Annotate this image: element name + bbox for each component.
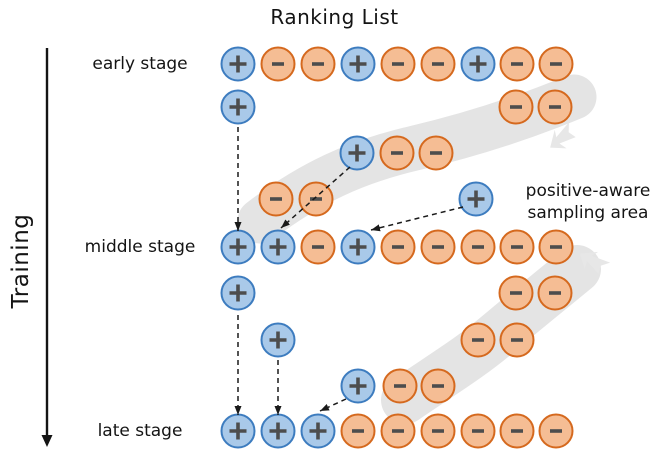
- positive-sample: [300, 413, 336, 449]
- sampling-area-annotation: positive-aware sampling area: [503, 181, 669, 224]
- negative-sample: [498, 89, 534, 125]
- negative-sample: [420, 46, 456, 82]
- annotation-line-1: positive-aware: [525, 181, 651, 201]
- negative-sample: [420, 368, 456, 404]
- positive-sample: [220, 275, 256, 311]
- promotion-dashed-arrow: [319, 398, 347, 412]
- negative-sample: [420, 229, 456, 265]
- negative-sample: [382, 368, 418, 404]
- negative-sample: [538, 46, 574, 82]
- positive-sample: [339, 135, 375, 171]
- annotation-line-2: sampling area: [527, 202, 649, 223]
- negative-sample: [499, 46, 535, 82]
- flow-arrow-glyph: [550, 122, 576, 149]
- negative-sample: [460, 229, 496, 265]
- page-title: Ranking List: [270, 5, 399, 29]
- negative-sample: [537, 89, 573, 125]
- negative-sample: [379, 135, 415, 171]
- promotion-dashed-arrow: [280, 166, 351, 229]
- promotion-dashed-arrow: [370, 206, 464, 232]
- negative-sample: [460, 322, 496, 358]
- negative-sample: [380, 413, 416, 449]
- negative-sample: [300, 229, 336, 265]
- positive-sample: [340, 229, 376, 265]
- negative-sample: [300, 46, 336, 82]
- negative-sample: [420, 413, 456, 449]
- positive-sample: [260, 413, 296, 449]
- positive-sample: [220, 229, 256, 265]
- negative-sample: [298, 181, 334, 217]
- negative-sample: [538, 413, 574, 449]
- negative-sample: [498, 275, 534, 311]
- training-axis-arrowhead: [41, 435, 53, 447]
- negative-sample: [537, 275, 573, 311]
- positive-sample: [220, 46, 256, 82]
- negative-sample: [258, 181, 294, 217]
- stage-label-early: early stage: [92, 54, 188, 74]
- negative-sample: [499, 413, 535, 449]
- positive-sample: [460, 46, 496, 82]
- negative-sample: [340, 413, 376, 449]
- stage-label-middle: middle stage: [84, 237, 196, 257]
- negative-sample: [460, 413, 496, 449]
- stage-label-late: late stage: [97, 421, 183, 441]
- negative-sample: [380, 46, 416, 82]
- negative-sample: [538, 229, 574, 265]
- positive-sample: [260, 322, 296, 358]
- positive-sample: [340, 368, 376, 404]
- positive-sample: [458, 181, 494, 217]
- negative-sample: [260, 46, 296, 82]
- negative-sample: [499, 229, 535, 265]
- negative-sample: [418, 135, 454, 171]
- positive-sample: [260, 229, 296, 265]
- flow-arrow-glyph: [579, 251, 611, 275]
- negative-sample: [380, 229, 416, 265]
- negative-sample: [499, 322, 535, 358]
- positive-sample: [220, 413, 256, 449]
- positive-sample: [340, 46, 376, 82]
- positive-sample: [220, 89, 256, 125]
